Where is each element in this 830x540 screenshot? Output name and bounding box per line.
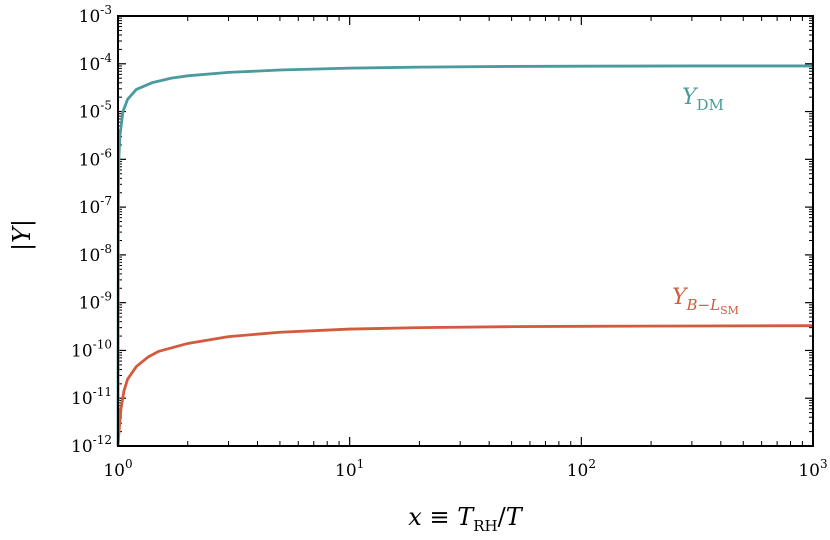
y-tick-label: 10-7 (79, 194, 112, 218)
y-tick-labels: 10-3 10-4 10-5 10-6 10-7 10-8 10-9 10-10 10-11 10… (71, 3, 112, 457)
y-tick-label: 10-9 (79, 290, 112, 314)
y-tick-label: 10-11 (71, 385, 112, 409)
y-tick-label: 10-10 (71, 337, 112, 361)
y-tick-label: 10-3 (79, 3, 112, 27)
minor-ticks (118, 16, 813, 446)
x-tick-label: 102 (567, 457, 596, 481)
y-tick-label: 10-12 (71, 433, 112, 457)
x-tick-labels: 100 101 102 103 (103, 457, 827, 481)
y-tick-label: 10-6 (79, 146, 112, 170)
x-tick-label: 100 (103, 457, 132, 481)
x-tick-label: 103 (798, 457, 827, 481)
y-tick-label: 10-5 (79, 99, 112, 123)
x-axis-label: x ≡ TRH/T (408, 503, 523, 535)
series-label-dm: YDM (682, 85, 724, 114)
series-line-bl (116, 324, 814, 447)
plot-frame (117, 15, 814, 447)
y-axis-label: |Y| (8, 219, 37, 251)
major-ticks (117, 15, 814, 447)
series-line-dm (116, 64, 813, 447)
series-lines (116, 64, 814, 447)
x-tick-label: 101 (335, 457, 364, 481)
series-label-bl: YB−LSM (672, 285, 739, 317)
y-tick-label: 10-8 (79, 242, 112, 266)
y-tick-label: 10-4 (79, 51, 113, 75)
